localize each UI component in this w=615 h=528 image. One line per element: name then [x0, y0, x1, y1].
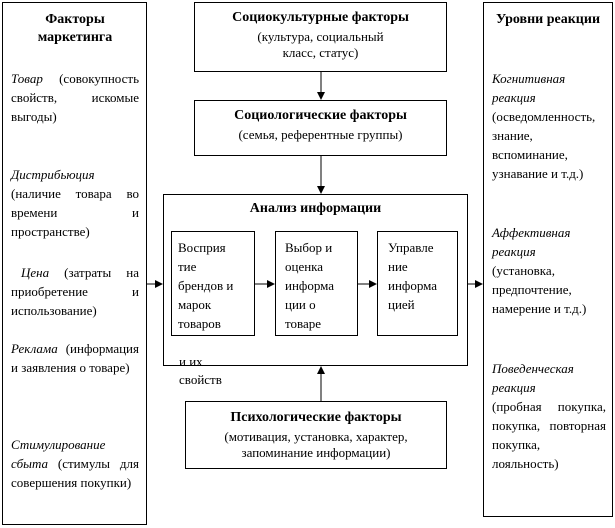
response-behavioral-desc: (пробная покупка, покупка, повторная пок… [492, 399, 606, 471]
sociological-factors-title: Социологические факторы [234, 108, 407, 123]
response-affective-name: Аффективная реакция [492, 225, 571, 259]
sociocultural-factors-desc: (культура, социальный класс, статус) [257, 29, 384, 60]
factor-distribution: Дистрибьюция (наличие товара во времени … [11, 165, 139, 241]
response-levels-panel: Уровни реакции Когнитивная реакция (осве… [483, 2, 613, 517]
factor-advertising-name: Реклама [11, 341, 58, 356]
information-analysis-title: Анализ информации [249, 201, 382, 216]
factor-advertising-desc: (информация и заявления о товаре) [11, 341, 139, 375]
psychological-factors-desc: (мотивация, установка, характер, запомин… [224, 429, 408, 460]
sociological-factors-box: Социологические факторы (семья, референт… [194, 100, 447, 156]
factor-distribution-desc: (наличие товара во времени и пространств… [11, 186, 139, 239]
sociological-factors-desc: (семья, референтные группы) [238, 127, 403, 142]
step-perception-text: Восприя тие брендов и марок товаров [178, 240, 234, 331]
step-evaluation-text: Выбор и оценка информа ции о товаре [285, 240, 335, 331]
factor-sales-promotion-desc: (стимулы для совершения покупки) [11, 456, 139, 490]
factor-advertising: Реклама (информация и заявления о товаре… [11, 339, 139, 377]
response-cognitive-name: Когнитивная реакция [492, 71, 566, 105]
response-behavioral: Поведенческая реакция (пробная покупка, … [492, 359, 606, 473]
factor-sales-promotion: Стимулирование сбыта (стимулы для соверш… [11, 435, 139, 492]
response-levels-title: Уровни реакции [495, 12, 601, 27]
sociocultural-factors-title: Социокультурные факторы [232, 10, 409, 25]
response-cognitive: Когнитивная реакция (осведомленность, зн… [492, 69, 606, 183]
step-management-box: Управле ние информа цией [377, 231, 458, 336]
response-behavioral-name: Поведенческая реакция [492, 361, 574, 395]
psychological-factors-box: Психологические факторы (мотивация, уста… [185, 401, 447, 469]
response-affective: Аффективная реакция (установка, предпочт… [492, 223, 606, 318]
factor-product: Товар (совокупность свойств, искомые выг… [11, 69, 139, 126]
factor-product-desc: (совокупность свойств, искомые выгоды) [11, 71, 139, 124]
psychological-factors-title: Психологические факторы [230, 410, 402, 425]
marketing-factors-panel: Факторы маркетинга Товар (совокупность с… [2, 2, 147, 525]
step-perception-overflow: и их свойств [179, 354, 222, 387]
response-affective-desc: (установка, предпочтение, намерение и т.… [492, 263, 587, 316]
factor-distribution-name: Дистрибьюция [11, 167, 95, 182]
step-evaluation-box: Выбор и оценка информа ции о товаре [275, 231, 358, 336]
factor-price-desc: (затраты на приобретение и использование… [11, 265, 139, 318]
sociocultural-factors-box: Социокультурные факторы (культура, социа… [194, 2, 447, 72]
response-cognitive-desc: (осведомленность, знание, вспоминание, у… [492, 109, 596, 181]
marketing-factors-title: Факторы маркетинга [37, 12, 113, 45]
step-perception-box: Восприя тие брендов и марок товаров [171, 231, 255, 336]
factor-sales-promotion-name: Стимулирование сбыта [11, 437, 106, 471]
step-management-text: Управле ние информа цией [388, 240, 438, 312]
factor-product-name: Товар [11, 71, 43, 86]
factor-price-name: Цена [21, 265, 50, 280]
factor-price: Цена (затраты на приобретение и использо… [11, 263, 139, 320]
